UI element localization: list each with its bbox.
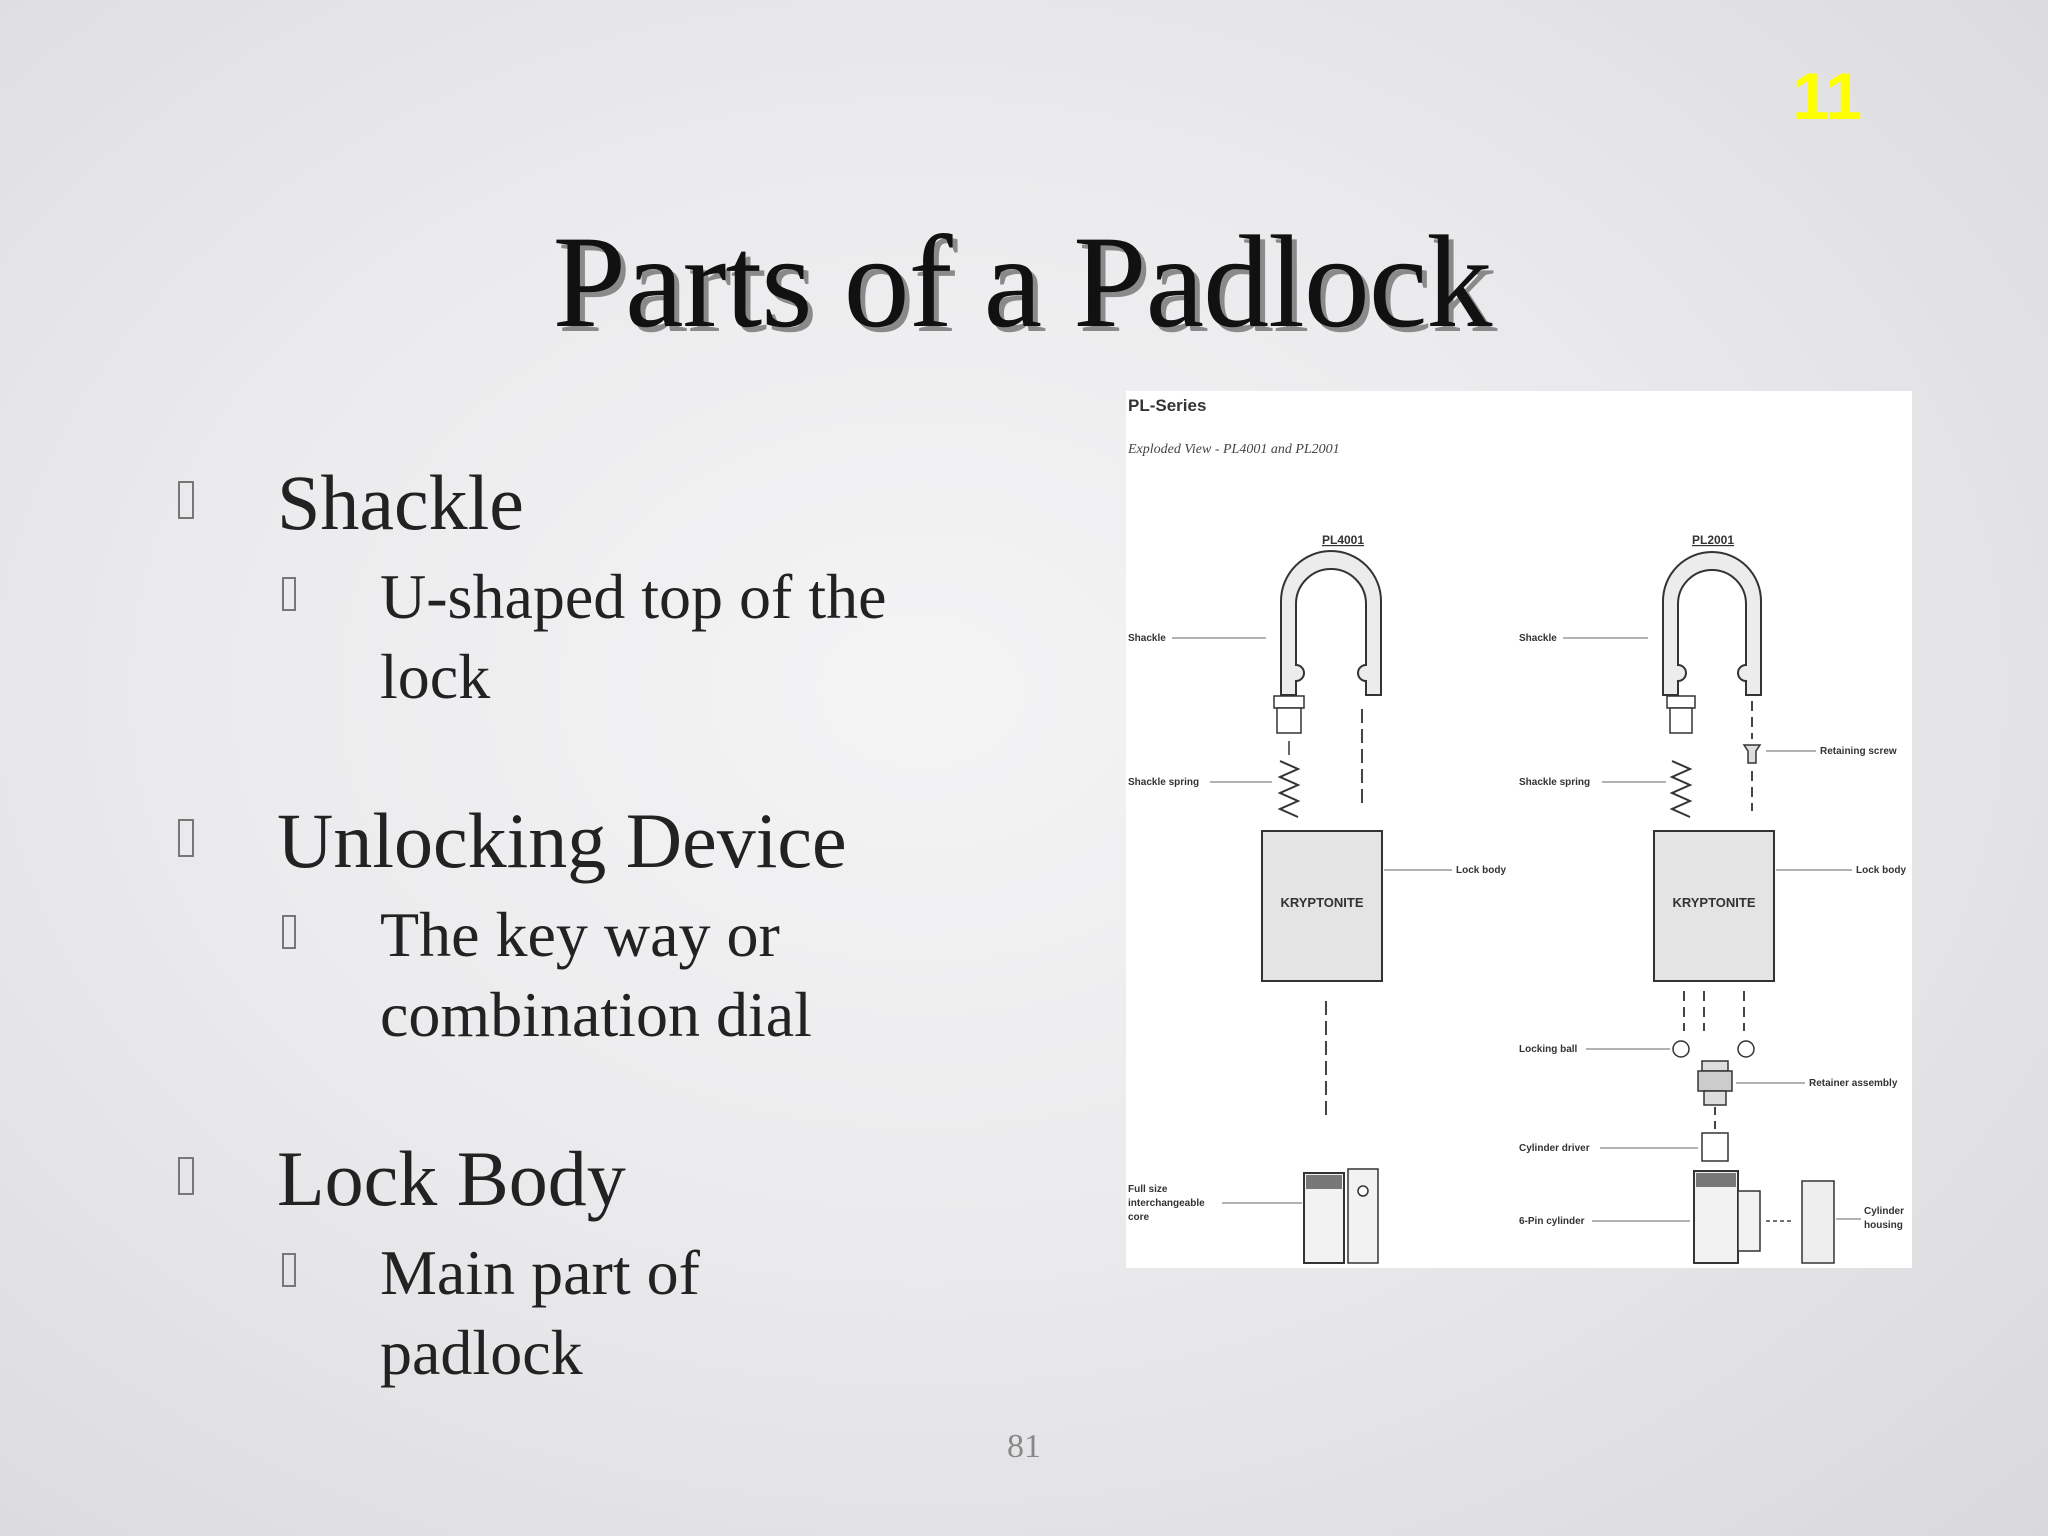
callout-core-left: Full size — [1128, 1184, 1168, 1195]
lock-body-icon — [1261, 830, 1383, 982]
bullet-list: Shackle U-shaped top of the lock Unlockin… — [175, 455, 995, 1393]
brand-label-left: KRYPTONITE — [1280, 895, 1363, 910]
diagram-subheader: Exploded View - PL4001 and PL2001 — [1127, 442, 1340, 457]
callout-locking-ball: Locking ball — [1519, 1044, 1578, 1055]
callout-lock-body-right: Lock body — [1856, 865, 1906, 876]
sub-bullet-marker-icon — [282, 1253, 296, 1287]
sub-bullet-line: The key way or — [380, 899, 780, 970]
sub-bullet-line: lock — [380, 641, 491, 712]
ball-icon — [1737, 1040, 1755, 1058]
housing-icon — [1801, 1180, 1835, 1264]
bullet-marker-icon — [178, 819, 194, 857]
callout-shackle-left: Shackle — [1128, 633, 1166, 644]
driver-icon — [1701, 1132, 1729, 1162]
callout-cylinder-housing: housing — [1864, 1220, 1903, 1231]
slide-title: Parts of a Padlock — [552, 208, 1493, 355]
spring-icon — [1277, 760, 1301, 818]
diagram-header: PL-Series — [1128, 396, 1206, 415]
callout-retainer-assembly: Retainer assembly — [1809, 1078, 1898, 1089]
sub-bullet-line: Main part of — [380, 1237, 700, 1308]
sub-bullet-marker-icon — [282, 915, 296, 949]
retainer-icon — [1697, 1070, 1733, 1092]
bullet-item-shackle: Shackle U-shaped top of the lock — [175, 455, 995, 717]
bullet-label: Shackle — [277, 459, 524, 546]
model-label-left: PL4001 — [1322, 533, 1364, 547]
callout-cylinder-housing: Cylinder — [1864, 1206, 1904, 1217]
bullet-item-unlocking-device: Unlocking Device The key way or combinati… — [175, 793, 995, 1055]
sub-bullet-line: U-shaped top of the — [380, 561, 887, 632]
shackle-icon — [1280, 550, 1382, 696]
callout-cylinder-driver: Cylinder driver — [1519, 1143, 1590, 1154]
callout-spring-right: Shackle spring — [1519, 777, 1590, 788]
model-label-right: PL2001 — [1692, 533, 1734, 547]
padlock-exploded-diagram: PL-Series Exploded View - PL4001 and PL2… — [1126, 391, 1912, 1268]
bullet-marker-icon — [178, 1157, 194, 1195]
bullet-item-lock-body: Lock Body Main part of padlock — [175, 1131, 995, 1393]
bullet-marker-icon — [178, 481, 194, 519]
callout-core-left: core — [1128, 1212, 1150, 1223]
page-number-footer: 81 — [1007, 1428, 1041, 1465]
sub-bullet-marker-icon — [282, 577, 296, 611]
bullet-label: Unlocking Device — [277, 797, 847, 884]
brand-label-right: KRYPTONITE — [1672, 895, 1755, 910]
slide-number: 11 — [1792, 59, 1862, 133]
callout-core-left: interchangeable — [1128, 1198, 1205, 1209]
screw-icon — [1742, 744, 1762, 764]
lock-body-icon — [1653, 830, 1775, 982]
callout-lock-body-left: Lock body — [1456, 865, 1506, 876]
callout-spring-left: Shackle spring — [1128, 777, 1199, 788]
ball-icon — [1672, 1040, 1690, 1058]
callout-retaining-screw: Retaining screw — [1820, 746, 1897, 757]
sub-bullet-line: padlock — [380, 1317, 583, 1388]
bullet-label: Lock Body — [277, 1135, 626, 1222]
callout-shackle-right: Shackle — [1519, 633, 1557, 644]
callout-pin-cylinder: 6-Pin cylinder — [1519, 1216, 1585, 1227]
shackle-icon — [1662, 551, 1762, 696]
spring-icon — [1669, 760, 1693, 818]
sub-bullet-line: combination dial — [380, 979, 812, 1050]
